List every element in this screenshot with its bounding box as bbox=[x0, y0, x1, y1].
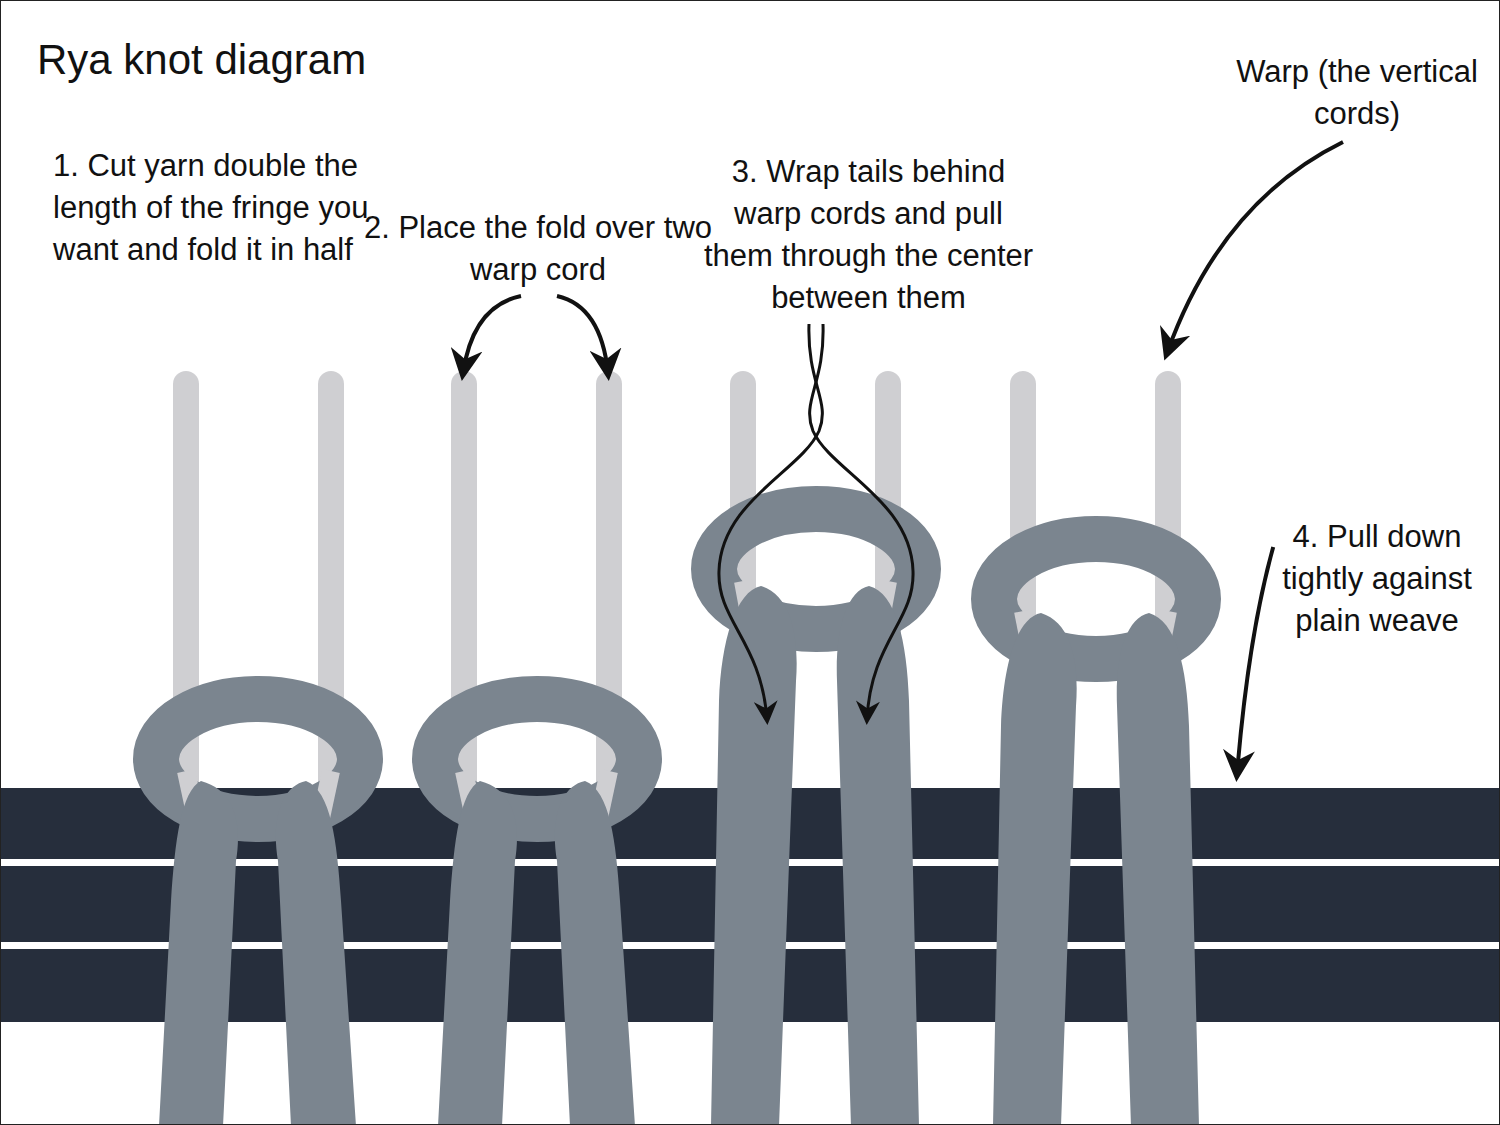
yarn-path-line bbox=[810, 324, 913, 719]
step-label: Warp (the vertical cords) bbox=[1226, 51, 1488, 135]
rya-knots bbox=[156, 509, 1199, 1125]
step-label: 2. Place the fold over two warp cord bbox=[363, 207, 713, 291]
step-label: 3. Wrap tails behind warp cords and pull… bbox=[701, 151, 1036, 319]
leader-arrow bbox=[1237, 547, 1273, 774]
diagram-title: Rya knot diagram bbox=[37, 35, 637, 85]
step-label: 4. Pull down tightly against plain weave bbox=[1263, 516, 1491, 642]
yarn-path-line bbox=[719, 324, 822, 719]
leader-arrow bbox=[1167, 142, 1343, 353]
leader-arrow bbox=[557, 296, 608, 373]
step-label: 1. Cut yarn double the length of the fri… bbox=[53, 145, 383, 271]
leader-arrow bbox=[463, 296, 521, 373]
